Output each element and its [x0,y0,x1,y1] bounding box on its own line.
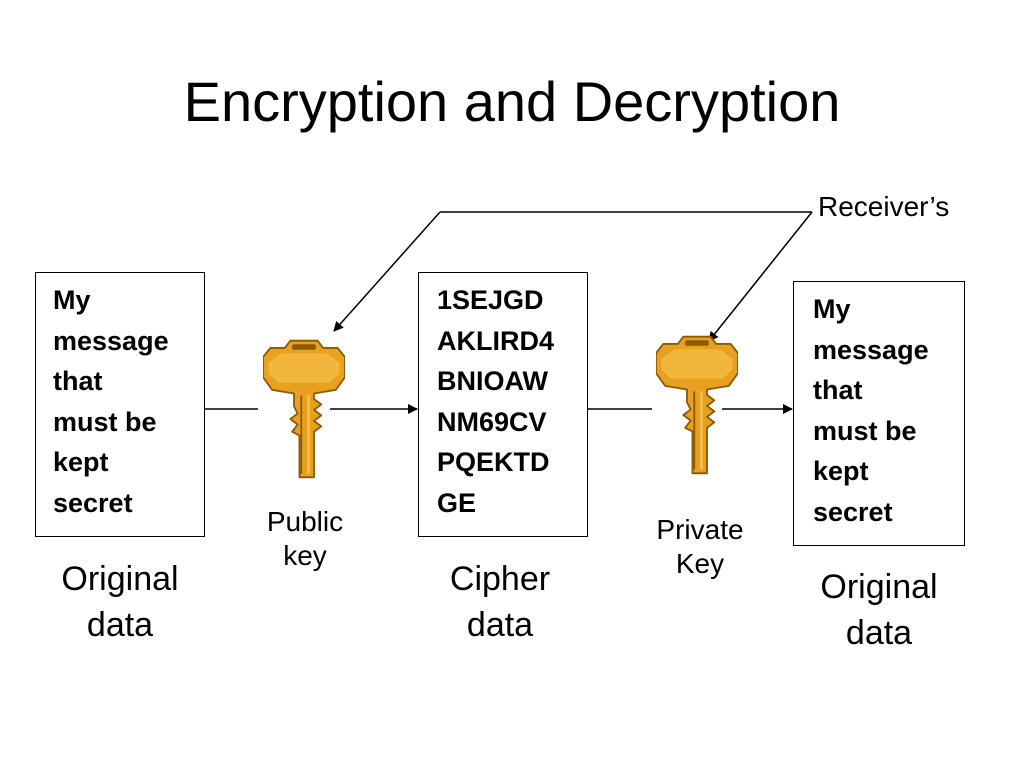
original-data-box [35,272,205,537]
decrypted-message-text: My message that must be kept secret [813,294,929,527]
result-data-box [793,281,965,546]
result-data-caption: Original data [820,568,938,652]
original-data-caption: Original data [61,560,179,644]
public-key-caption: Public key [266,506,344,571]
private-key-caption: Private Key [656,514,744,579]
cipher-data-caption: Cipher data [449,560,551,644]
private-key-icon [656,335,738,475]
cipher-data-box [418,272,588,537]
receiver-arrow-to-private-key [708,211,813,342]
receiver-arrow-to-public-key [333,211,441,332]
receiver-label: Receiver’s [818,191,950,222]
cipher-text: 1SEJGD AKLIRD4 BNIOAW NM69CV PQEKTD GE [437,285,555,518]
original-message-text: My message that must be kept secret [53,285,169,518]
page-title: Encryption and Decryption [183,70,841,133]
